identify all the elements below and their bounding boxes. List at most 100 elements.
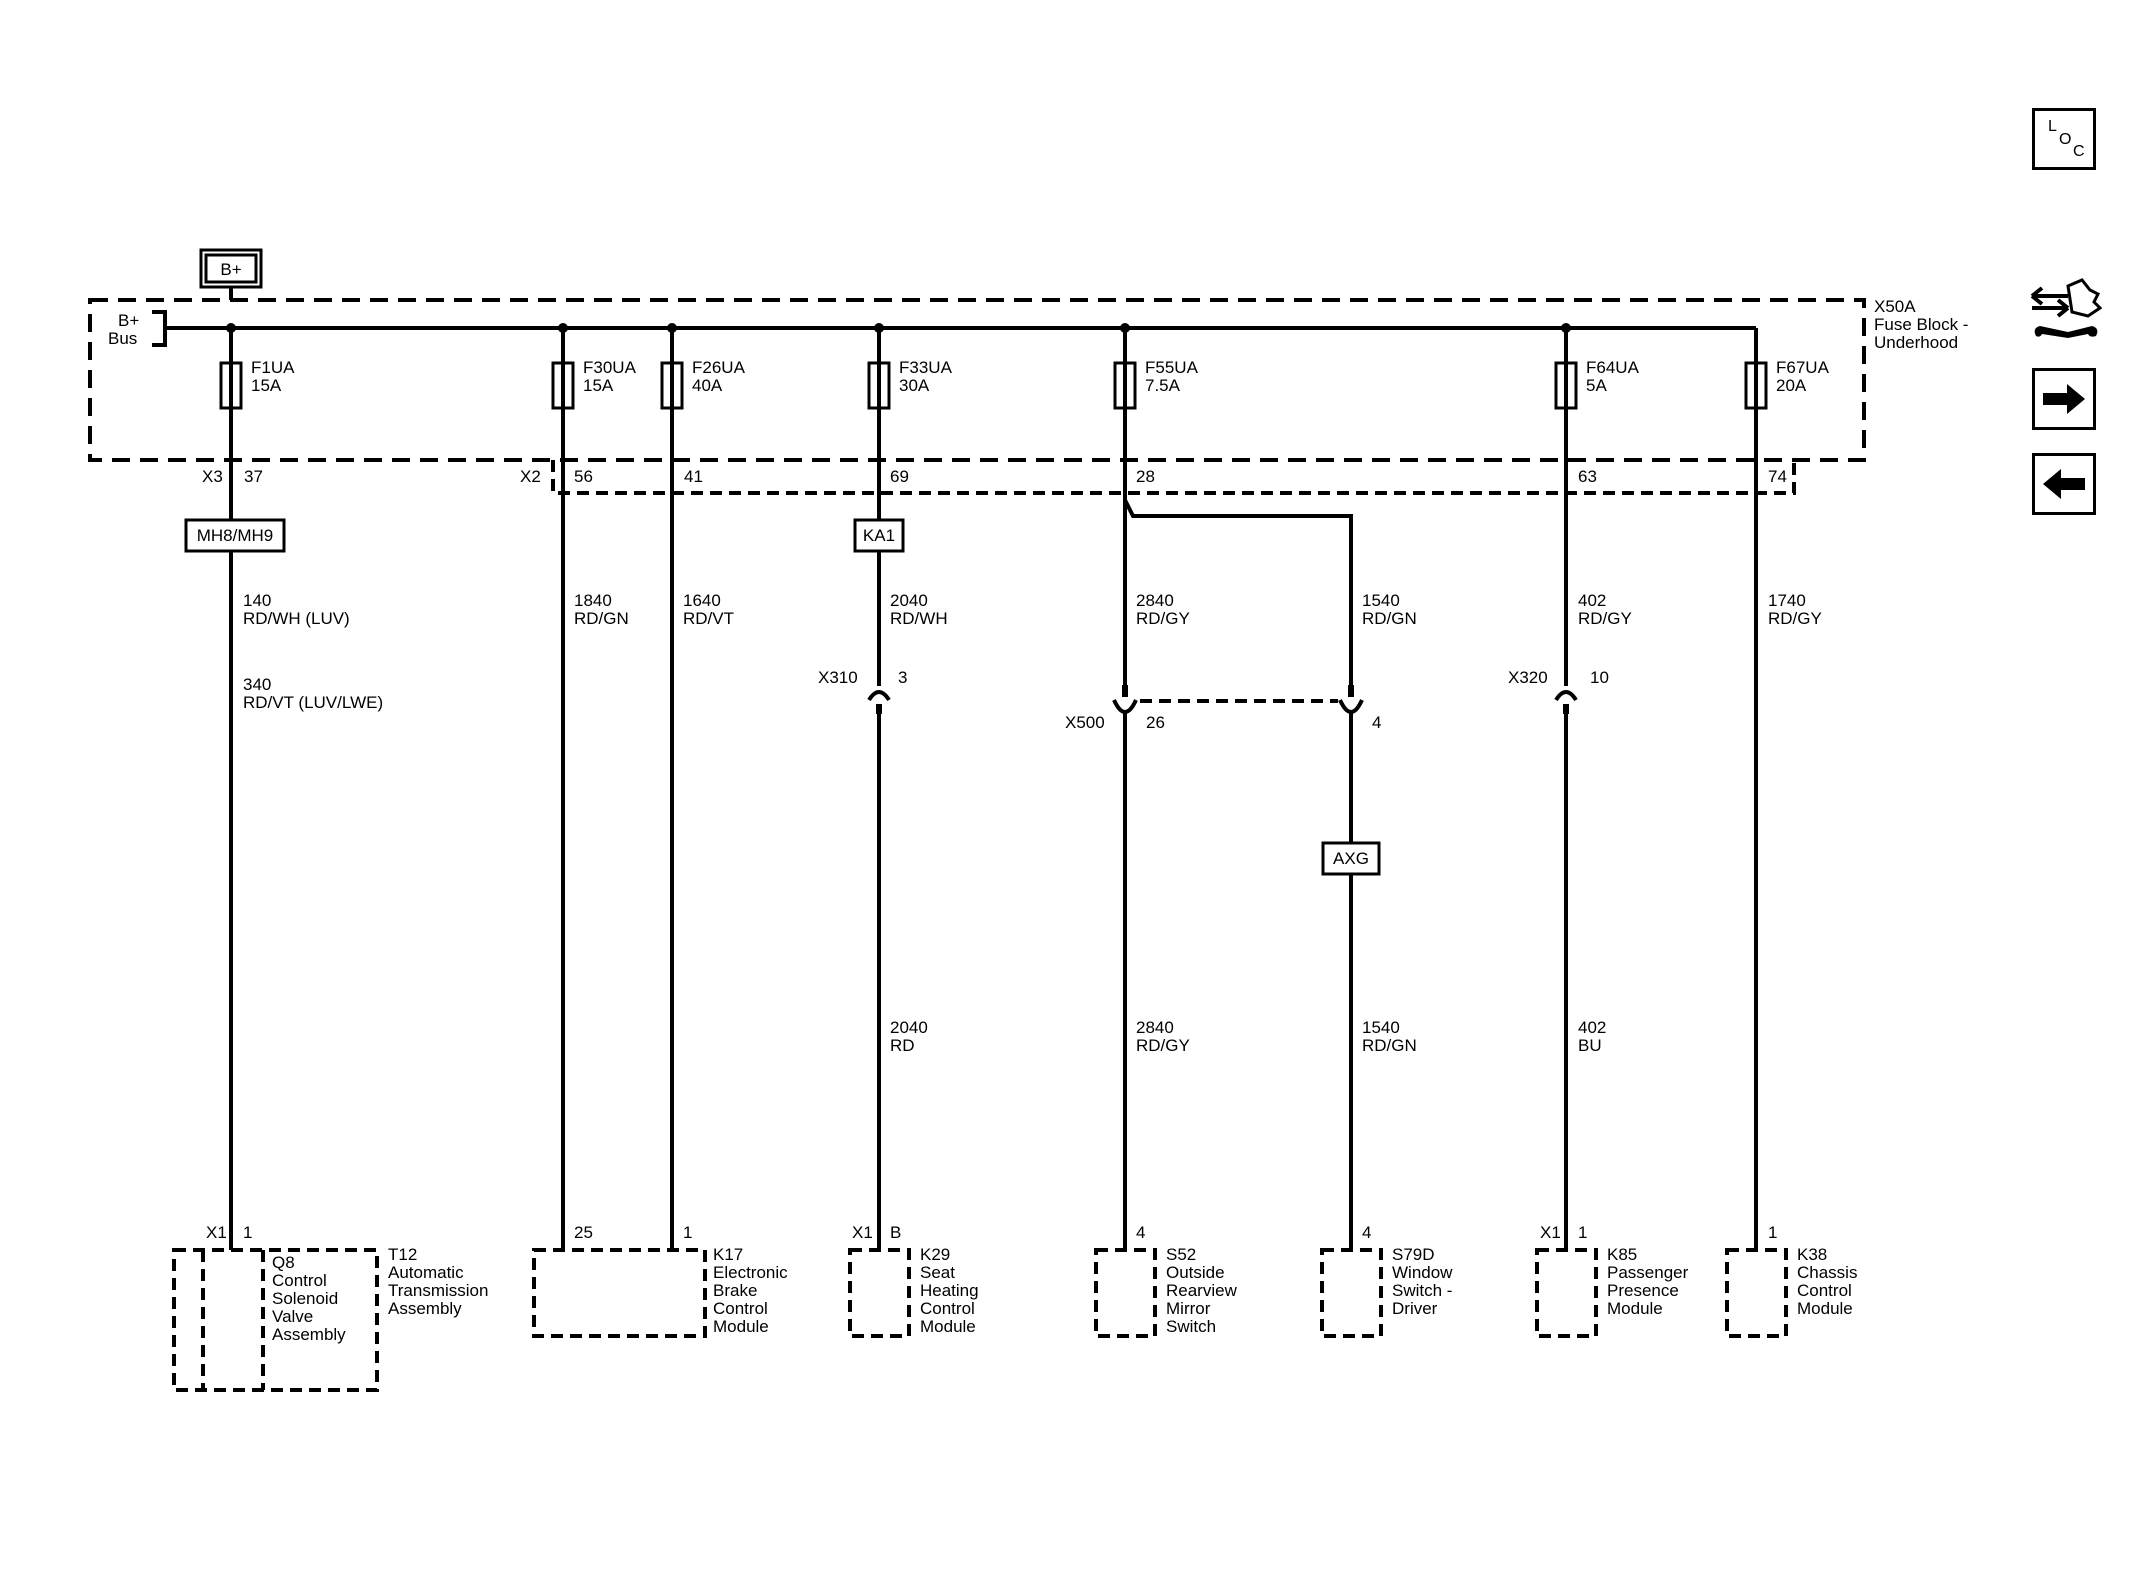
svg-text:Outside: Outside: [1166, 1263, 1225, 1282]
svg-text:Window: Window: [1392, 1263, 1453, 1282]
svg-text:Electronic: Electronic: [713, 1263, 788, 1282]
arrow-left-icon: [2043, 469, 2085, 499]
b-plus-source: B+: [199, 248, 263, 300]
svg-text:Rearview: Rearview: [1166, 1281, 1238, 1300]
circuit-f33ua: F33UA 30A 69 KA1 2040 RD/WH X310 3 2040 …: [818, 328, 953, 1250]
circuit-f64ua: F64UA 5A 63 402 RD/GY X320 10 402 BU X1 …: [1508, 328, 1640, 1250]
x2-connector-label: X2: [520, 467, 541, 486]
svg-text:26: 26: [1146, 713, 1165, 732]
svg-text:KA1: KA1: [863, 526, 895, 545]
component-k85: K85 Passenger Presence Module: [1535, 1245, 1689, 1338]
svg-text:Control: Control: [1797, 1281, 1852, 1300]
circuit-f26ua: F26UA 40A 41 1640 RD/VT 1: [660, 328, 746, 1250]
svg-text:K17: K17: [713, 1245, 743, 1264]
svg-text:41: 41: [684, 467, 703, 486]
svg-text:1540: 1540: [1362, 1018, 1400, 1037]
svg-text:Module: Module: [920, 1317, 976, 1336]
svg-text:RD/WH (LUV): RD/WH (LUV): [243, 609, 350, 628]
svg-text:63: 63: [1578, 467, 1597, 486]
arrow-right-icon: [2043, 384, 2085, 414]
svg-text:25: 25: [574, 1223, 593, 1242]
previous-page-button[interactable]: [2032, 453, 2096, 515]
svg-text:Passenger: Passenger: [1607, 1263, 1689, 1282]
x2-connector-outline: [551, 460, 1796, 495]
svg-text:2040: 2040: [890, 1018, 928, 1037]
x320-connector-label: X320: [1508, 668, 1548, 687]
svg-text:X1: X1: [852, 1223, 873, 1242]
svg-text:RD/GY: RD/GY: [1578, 609, 1632, 628]
svg-text:Module: Module: [1607, 1299, 1663, 1318]
connector-x320-female: [1554, 690, 1578, 702]
svg-text:1: 1: [683, 1223, 692, 1242]
svg-text:1540: 1540: [1362, 591, 1400, 610]
svg-text:Seat: Seat: [920, 1263, 955, 1282]
svg-text:1: 1: [243, 1223, 252, 1242]
svg-text:40A: 40A: [692, 376, 723, 395]
svg-text:BU: BU: [1578, 1036, 1602, 1055]
inline-mh8-mh9: [184, 518, 286, 553]
svg-text:Presence: Presence: [1607, 1281, 1679, 1300]
svg-text:140: 140: [243, 591, 271, 610]
svg-text:RD/WH: RD/WH: [890, 609, 948, 628]
svg-text:MH8/MH9: MH8/MH9: [197, 526, 274, 545]
svg-text:Control: Control: [713, 1299, 768, 1318]
svg-text:Heating: Heating: [920, 1281, 979, 1300]
svg-text:1: 1: [1578, 1223, 1587, 1242]
circuit-f30ua: F30UA 15A 56 1840 RD/GN 25: [551, 328, 637, 1250]
next-page-button[interactable]: [2032, 368, 2096, 430]
svg-text:5A: 5A: [1586, 376, 1607, 395]
svg-text:Q8: Q8: [272, 1253, 295, 1272]
svg-text:Transmission: Transmission: [388, 1281, 488, 1300]
svg-text:K38: K38: [1797, 1245, 1827, 1264]
svg-text:RD/GY: RD/GY: [1768, 609, 1822, 628]
svg-text:37: 37: [244, 467, 263, 486]
loc-letter-o: O: [2059, 131, 2072, 148]
svg-text:S52: S52: [1166, 1245, 1196, 1264]
svg-text:2040: 2040: [890, 591, 928, 610]
svg-text:Underhood: Underhood: [1874, 333, 1958, 352]
svg-text:RD/VT: RD/VT: [683, 609, 734, 628]
svg-text:Assembly: Assembly: [388, 1299, 462, 1318]
svg-text:Valve: Valve: [272, 1307, 313, 1326]
svg-text:69: 69: [890, 467, 909, 486]
svg-text:Chassis: Chassis: [1797, 1263, 1857, 1282]
svg-text:F33UA: F33UA: [899, 358, 953, 377]
svg-text:Assembly: Assembly: [272, 1325, 346, 1344]
svg-text:F30UA: F30UA: [583, 358, 637, 377]
svg-text:F64UA: F64UA: [1586, 358, 1640, 377]
svg-text:7.5A: 7.5A: [1145, 376, 1181, 395]
svg-text:X50A: X50A: [1874, 297, 1916, 316]
loc-letter-c: C: [2073, 143, 2085, 160]
svg-text:F26UA: F26UA: [692, 358, 746, 377]
svg-text:T12: T12: [388, 1245, 417, 1264]
svg-text:RD/GN: RD/GN: [1362, 1036, 1417, 1055]
svg-text:2840: 2840: [1136, 591, 1174, 610]
svg-text:Module: Module: [1797, 1299, 1853, 1318]
svg-text:RD/GN: RD/GN: [1362, 609, 1417, 628]
svg-text:4: 4: [1362, 1223, 1371, 1242]
component-t12-q8: Q8 Control Solenoid Valve Assembly T12 A…: [172, 1245, 488, 1392]
connector-tools-button[interactable]: [2028, 276, 2103, 346]
inline-axg: [1321, 841, 1381, 876]
svg-text:3: 3: [898, 668, 907, 687]
svg-text:15A: 15A: [583, 376, 614, 395]
svg-text:1: 1: [1768, 1223, 1777, 1242]
svg-text:20A: 20A: [1776, 376, 1807, 395]
connector-tools-icon: [2030, 278, 2103, 338]
svg-text:Solenoid: Solenoid: [272, 1289, 338, 1308]
circuit-f55ua: F55UA 7.5A 28 2840 RD/GY X500 26 2840 RD…: [1065, 328, 1353, 1250]
circuit-f1ua: F1UA 15A X3 37 MH8/MH9 140 RD/WH (LUV) 3…: [184, 328, 383, 1250]
svg-text:Bus: Bus: [108, 329, 137, 348]
svg-text:340: 340: [243, 675, 271, 694]
svg-text:4: 4: [1372, 713, 1381, 732]
fuse-block-outline: [88, 298, 1866, 462]
svg-text:RD: RD: [890, 1036, 915, 1055]
svg-text:K29: K29: [920, 1245, 950, 1264]
b-plus-label: B+: [220, 260, 241, 279]
location-button[interactable]: L O C: [2032, 108, 2096, 170]
svg-text:1840: 1840: [574, 591, 612, 610]
svg-text:Driver: Driver: [1392, 1299, 1438, 1318]
svg-text:RD/GY: RD/GY: [1136, 1036, 1190, 1055]
circuit-1540-branch: 1540 RD/GN 4 AXG 1540 RD/GN 4: [1321, 591, 1417, 1250]
